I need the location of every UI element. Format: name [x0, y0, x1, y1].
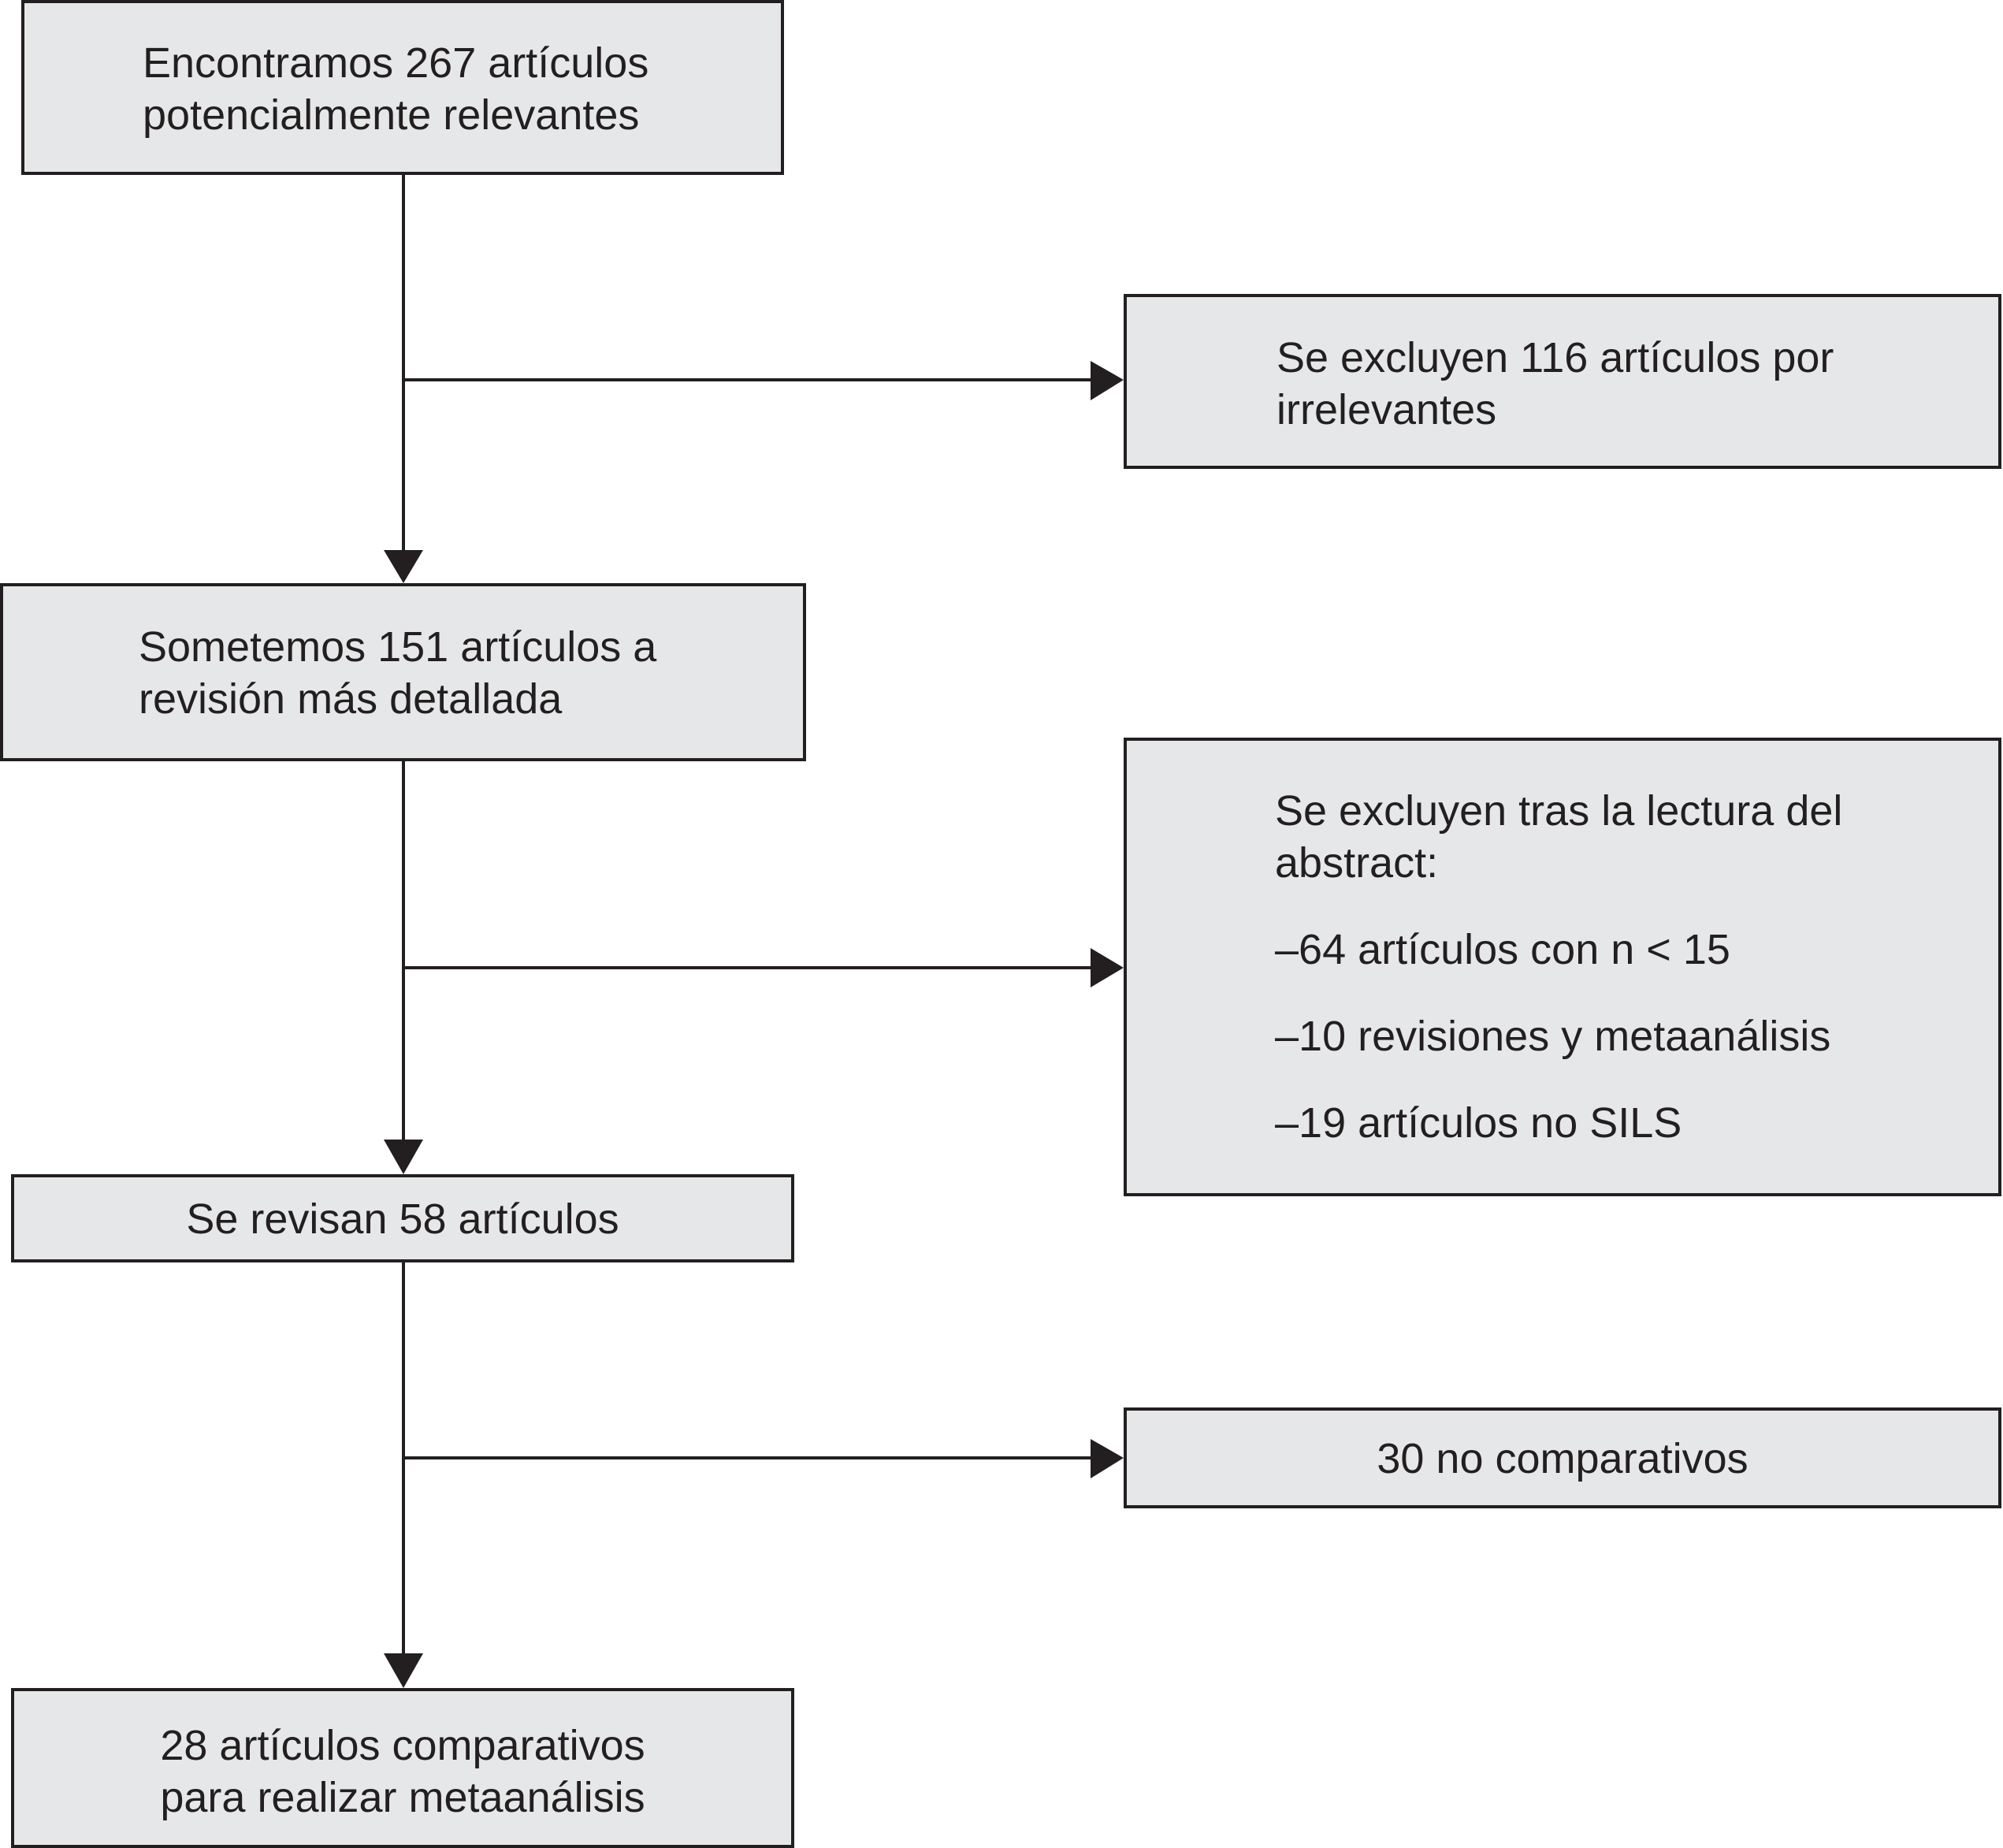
meta-analysis-box: 28 artículos comparativos para realizar …	[11, 1688, 794, 1848]
arrowhead-down-1	[384, 550, 423, 583]
excluded-abstract-box: Se excluyen tras la lectura del abstract…	[1124, 738, 2001, 1196]
excluded-abstract-item-reviews: –10 revisiones y metaanálisis	[1275, 1013, 1831, 1060]
meta-analysis-line-1: 28 artículos comparativos	[160, 1722, 645, 1769]
detailed-review-line-1: Sometemos 151 artículos a	[139, 623, 657, 671]
arrowhead-down-3	[384, 1653, 423, 1688]
excluded-irrelevant-box: Se excluyen 116 artículos por irrelevant…	[1124, 294, 2001, 469]
excluded-abstract-item-no-sils: –19 artículos no SILS	[1275, 1099, 1682, 1147]
excluded-irrelevant-line-2: irrelevantes	[1276, 386, 1497, 433]
found-articles-box: Encontramos 267 artículos potencialmente…	[21, 0, 784, 175]
found-articles-line-1: Encontramos 267 artículos	[143, 39, 649, 87]
meta-analysis-line-2: para realizar metaanálisis	[160, 1774, 645, 1821]
detailed-review-box: Sometemos 151 artículos a revisión más d…	[0, 583, 806, 761]
arrowhead-right-2	[1091, 948, 1124, 987]
found-articles-line-2: potencialmente relevantes	[143, 91, 640, 139]
excluded-abstract-heading-line-2: abstract:	[1275, 839, 1439, 887]
non-comparative-box: 30 no comparativos	[1124, 1407, 2001, 1508]
arrowhead-down-2	[384, 1140, 423, 1174]
arrowhead-right-3	[1091, 1439, 1124, 1478]
reviewed-articles-box: Se revisan 58 artículos	[11, 1174, 794, 1262]
non-comparative-line-1: 30 no comparativos	[1377, 1435, 1748, 1482]
reviewed-articles-line-1: Se revisan 58 artículos	[186, 1195, 619, 1243]
arrowhead-right-1	[1091, 361, 1124, 400]
excluded-abstract-item-small-n: –64 artículos con n < 15	[1275, 926, 1730, 973]
excluded-irrelevant-line-1: Se excluyen 116 artículos por	[1276, 334, 1834, 381]
excluded-abstract-heading-line-1: Se excluyen tras la lectura del	[1275, 787, 1843, 835]
detailed-review-line-2: revisión más detallada	[139, 675, 563, 723]
